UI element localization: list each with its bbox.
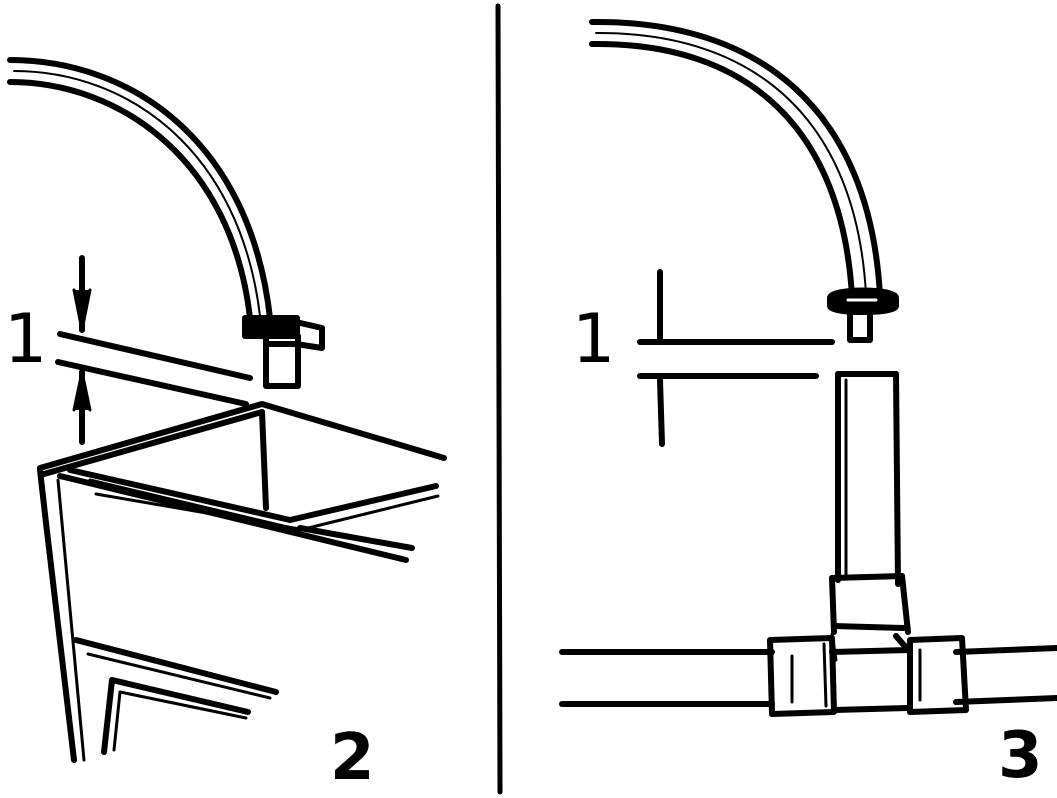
gap-label-right: 1 [572, 300, 616, 379]
riser-pipe [838, 374, 898, 584]
hose-left [10, 60, 270, 318]
gap-label-left: 1 [4, 300, 48, 379]
panel-left [10, 60, 444, 760]
bucket [40, 404, 444, 760]
hose-right [592, 22, 880, 296]
panel-divider [498, 6, 500, 792]
panel-right [562, 22, 1057, 714]
hose-fitting-right [830, 291, 896, 341]
horizontal-pipe [562, 638, 1057, 714]
panel-number-2: 2 [330, 721, 375, 795]
panel-number-3: 3 [998, 719, 1043, 793]
gap-dimension-right [640, 272, 832, 444]
hose-fitting-left [245, 318, 322, 386]
gap-dimension-left [58, 258, 250, 442]
